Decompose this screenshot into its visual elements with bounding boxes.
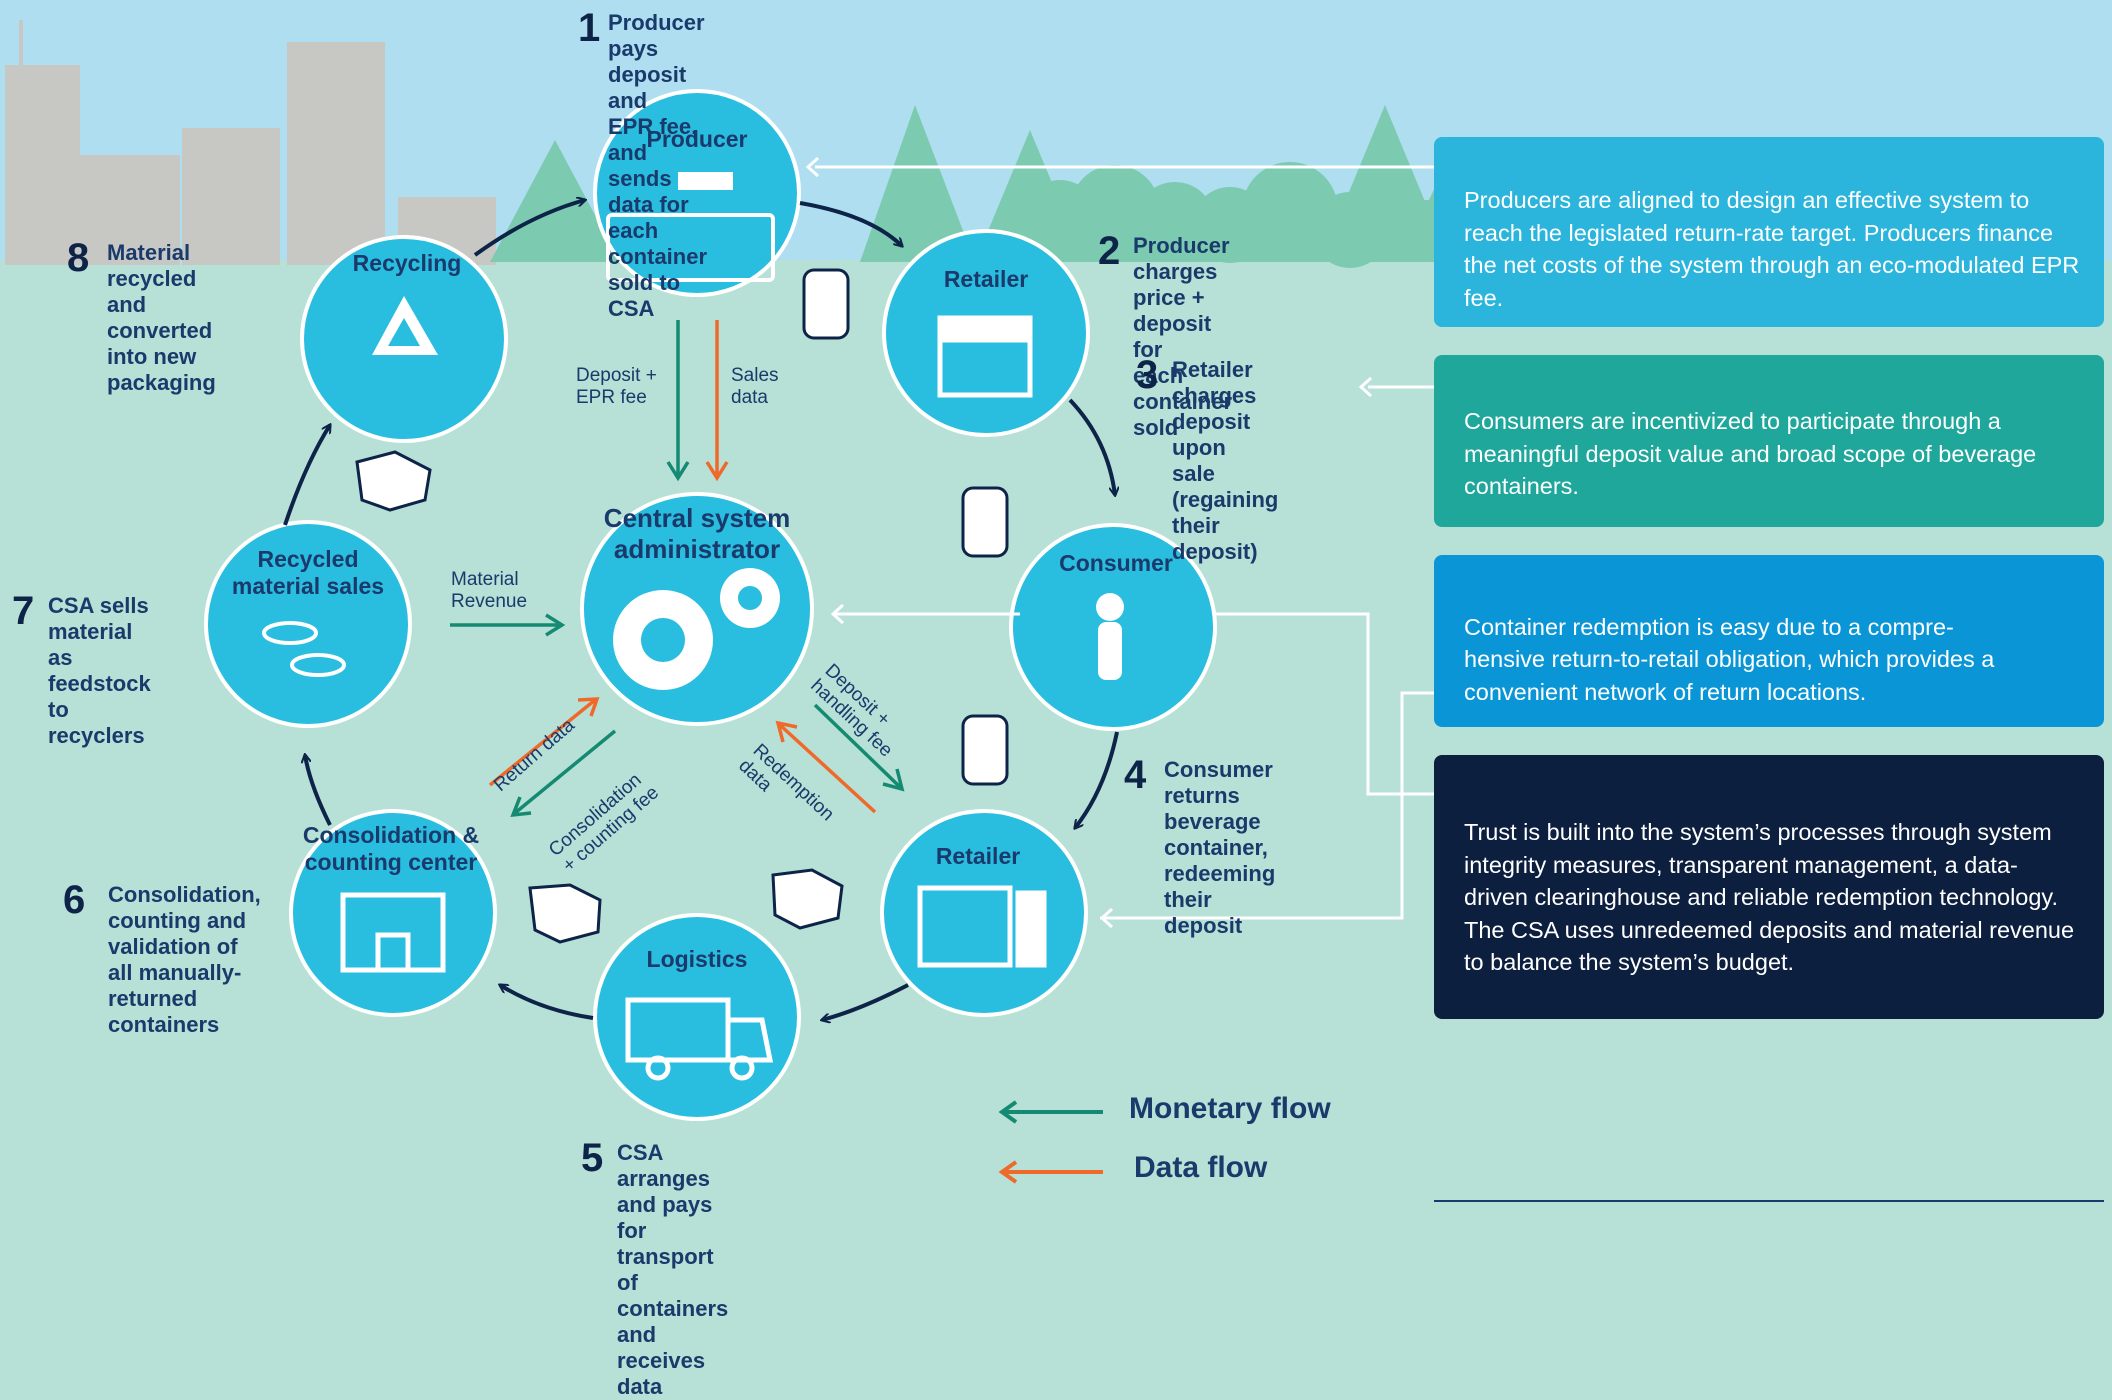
step-text: Retailer charges deposit upon sale (rega… [1172,357,1279,564]
trust-box-text: Trust is built into the system’s process… [1464,819,2075,975]
step-number: 5 [581,1136,604,1180]
consolidation-label: Consolidation & counting center [302,822,480,875]
step-number: 6 [63,878,86,922]
step-number: 7 [12,589,35,633]
monetary-legend-arrow [998,1100,1103,1124]
step-text: Producer pays deposit and EPR fee, and s… [608,10,708,321]
consumer-label: Consumer [1059,550,1173,576]
can-icon [961,486,1009,558]
step-text: Consolidation, counting and validation o… [108,882,261,1037]
step-number: 1 [578,6,601,50]
deposit-epr-label: Deposit + EPR fee [576,365,657,408]
producer-label: Producer [646,126,748,152]
can-icon [961,714,1009,786]
data-flow-legend: Data flow [1134,1151,1268,1184]
retailer-top-label: Retailer [943,266,1029,292]
shop-icon [917,885,1047,968]
crushed-can-icon [528,883,602,944]
step-text: CSA arranges and pays for transport of c… [617,1140,729,1399]
cycle-arrows [283,200,1117,1020]
flow-arrows [450,320,905,818]
step-number: 4 [1124,753,1147,797]
logistics-label: Logistics [646,946,748,972]
producers-box-text: Producers are aligned to design an effec… [1464,187,2080,311]
step-text: Producer charges price + deposit for eac… [1133,233,1233,440]
monetary-flow-legend: Monetary flow [1129,1092,1331,1125]
crushed-can-icon [355,450,432,512]
building-icon [340,892,446,973]
producer-node [593,89,801,297]
retailer-bottom-node [880,809,1088,1017]
legend-arrows [998,1100,1103,1184]
consumers-box-text: Consumers are incentivized to participat… [1464,408,2037,499]
step-number: 3 [1136,353,1159,397]
person-icon [1096,593,1124,680]
step-text: Consumer returns beverage container, red… [1164,757,1276,938]
material-revenue-label: Material Revenue [451,569,528,612]
csa-label: Central system administrator [603,503,791,564]
retailer-bottom-label: Retailer [935,843,1021,869]
consumers-box: Consumers are incentivized to participat… [1434,355,2104,527]
redemption-box: Container redemption is easy due to a co… [1434,555,2104,727]
sales-data-label: Sales data [731,365,779,408]
step-text: CSA sells material as feedstock to recyc… [48,593,151,748]
can-icons [355,268,1009,944]
crushed-can-icon [771,868,844,930]
recycling-label: Recycling [352,250,462,276]
step-number: 2 [1098,229,1121,273]
redemption-box-text: Container redemption is easy due to a co… [1464,613,1995,705]
factory-icon [606,172,775,282]
gears-icon [613,568,780,690]
recycled-sales-label: Recycled material sales [231,546,385,599]
data-legend-arrow [998,1160,1103,1184]
truck-icon [625,997,774,1081]
trust-box: Trust is built into the system’s process… [1434,755,2104,1019]
city-buildings [5,20,496,265]
coins-icon [262,621,346,677]
shop-icon [937,315,1033,398]
producers-box: Producers are aligned to design an effec… [1434,137,2104,327]
recycle-icon [372,296,438,355]
step-number: 8 [67,236,90,280]
step-text: Material recycled and converted into new… [107,240,216,395]
can-icon [802,268,850,340]
